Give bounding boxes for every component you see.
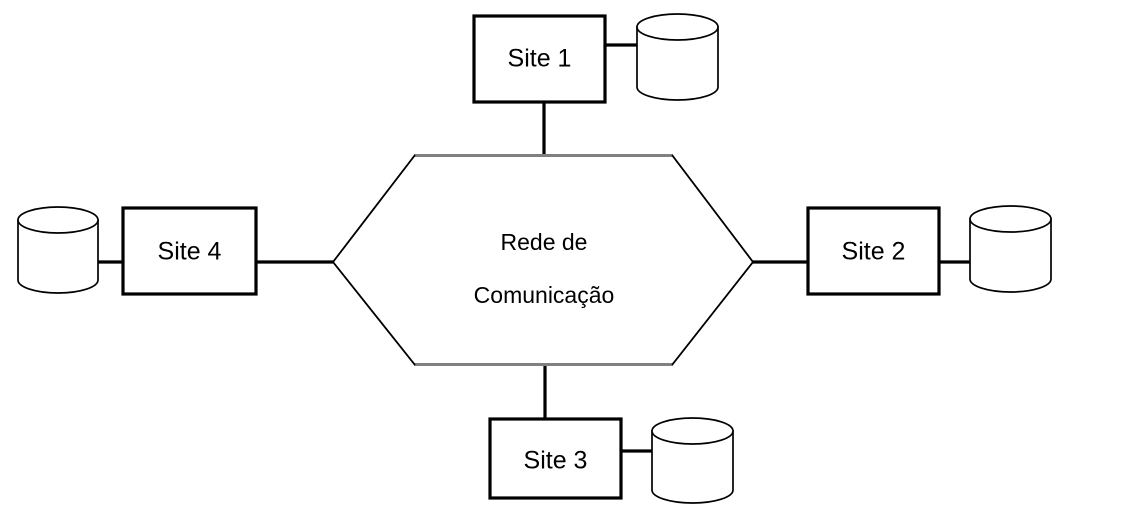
site1-database-cylinder-body <box>636 26 719 101</box>
site2-database-cylinder-top <box>969 205 1052 233</box>
site1-database-cylinder-top <box>636 13 719 41</box>
database-site1[interactable] <box>636 13 719 101</box>
site4-database-cylinder-body <box>17 219 99 294</box>
site3-label: Site 3 <box>524 447 588 475</box>
node-site1[interactable]: Site 1 <box>472 14 607 104</box>
site2-box[interactable] <box>806 206 941 296</box>
database-site3[interactable] <box>651 417 734 504</box>
site2-label: Site 2 <box>842 238 906 266</box>
site3-database-cylinder-body <box>651 430 734 504</box>
site4-box[interactable] <box>121 206 258 296</box>
network-label-line-1: Rede de <box>501 229 588 255</box>
site1-label: Site 1 <box>508 45 572 73</box>
site2-database-cylinder-body <box>969 218 1052 293</box>
site1-box[interactable] <box>472 14 607 104</box>
site3-database-cylinder-top <box>651 417 734 445</box>
link-group <box>88 43 978 453</box>
node-site4[interactable]: Site 4 <box>121 206 258 296</box>
network-hexagon-fill <box>331 154 755 366</box>
database-site4[interactable] <box>17 206 99 294</box>
database-site2[interactable] <box>969 205 1052 293</box>
site3-box[interactable] <box>488 417 623 500</box>
communication-network-node[interactable]: Rede de Comunicação <box>331 154 755 366</box>
network-hexagon-left-diagonals <box>331 154 416 366</box>
network-label-line-2: Comunicação <box>474 282 615 308</box>
site4-database-cylinder-top <box>17 206 99 234</box>
node-site2[interactable]: Site 2 <box>806 206 941 296</box>
site4-label: Site 4 <box>158 238 222 266</box>
network-hexagon-right-diagonals <box>671 154 755 366</box>
node-site3[interactable]: Site 3 <box>488 417 623 500</box>
